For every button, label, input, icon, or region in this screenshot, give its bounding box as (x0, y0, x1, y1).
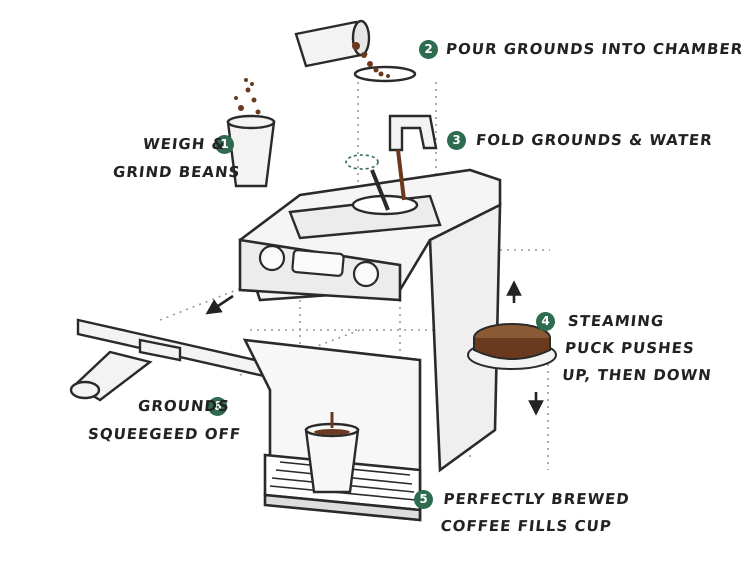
step-1-line-1: Weigh & (142, 135, 227, 153)
step-3-label: Fold grounds & water (475, 127, 715, 154)
step-4-line-3: up, then down (561, 366, 713, 384)
step-5-line-1: Perfectly brewed (442, 490, 631, 508)
steaming-puck (467, 323, 557, 370)
step-6-label-line-2: squeegeed off (87, 421, 243, 448)
step-4-label: Steaming puck pushes up, then down (561, 308, 719, 389)
step-1-badge: 1 (215, 135, 234, 154)
coffee-cup (304, 412, 360, 494)
step-5-line-2: coffee fills cup (439, 517, 613, 535)
step-3-line-1: Fold grounds & water (475, 131, 714, 149)
step-4-line-1: Steaming (566, 312, 666, 330)
step-6-line-1: Grounds (137, 397, 231, 415)
brew-chamber (288, 154, 442, 240)
grinder-cup (226, 78, 276, 188)
step-1-label: Weigh & (142, 131, 227, 158)
control-panel (258, 244, 380, 288)
step-4-line-2: puck pushes (564, 339, 696, 357)
water-faucet (388, 114, 438, 201)
pouring-jar (294, 19, 417, 83)
step-2-badge: 2 (419, 40, 438, 59)
step-2-label: Pour grounds into chamber (445, 36, 745, 63)
step-4-badge: 4 (536, 312, 555, 331)
step-3-badge: 3 (447, 131, 466, 150)
step-6-line-2: squeegeed off (87, 425, 242, 443)
direction-arrows (205, 280, 544, 416)
step-1-line-2: Grind beans (112, 163, 242, 181)
squeegee (69, 318, 266, 402)
step-6-badge: 6 (208, 397, 227, 416)
step-1-label-line-2: Grind beans (112, 159, 242, 186)
step-5-badge: 5 (414, 490, 433, 509)
step-2-line-1: Pour grounds into chamber (445, 40, 745, 58)
step-5-label: Perfectly brewed coffee fills cup (439, 486, 631, 540)
step-6-label: Grounds (137, 393, 231, 420)
